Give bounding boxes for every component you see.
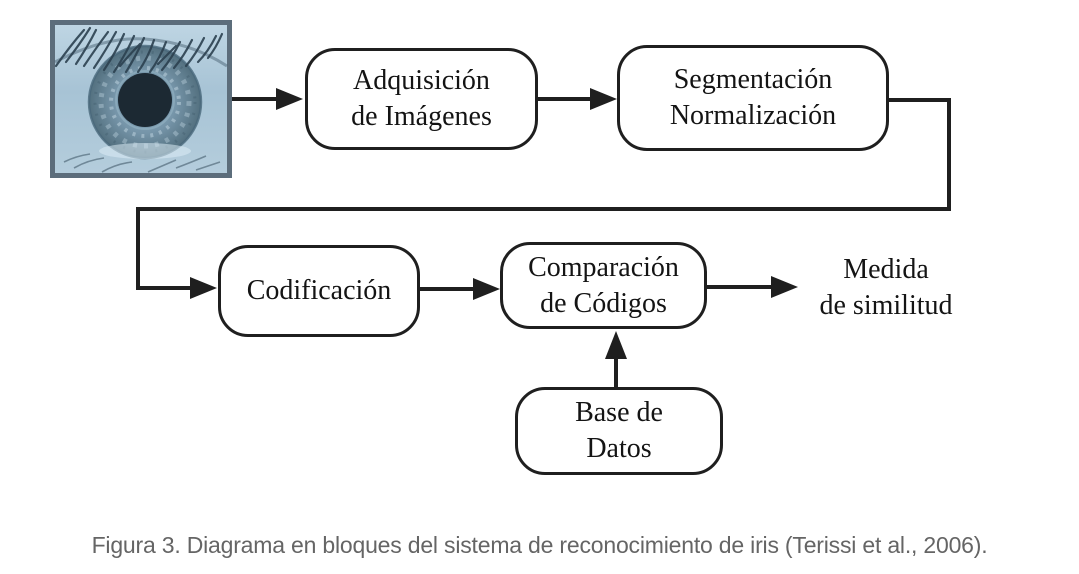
node-base-datos: Base de Datos — [515, 387, 723, 475]
node-label-line: Codificación — [246, 275, 392, 306]
output-label-line: de similitud — [819, 290, 953, 321]
output-label-line: Medida — [843, 254, 929, 285]
node-adquisicion: Adquisición de Imágenes — [305, 48, 538, 150]
node-label-line: Datos — [586, 433, 652, 464]
eye-photo — [50, 20, 232, 178]
arrow-comparacion-to-output — [707, 276, 798, 298]
node-label-line: Comparación — [528, 251, 679, 283]
lower-eyelashes — [63, 153, 221, 173]
node-segmentacion: Segmentación Normalización — [617, 45, 889, 151]
node-label-line: Base de — [575, 397, 663, 428]
iris-image — [50, 20, 232, 178]
arrow-adquisicion-to-segmentacion — [538, 88, 617, 110]
node-label-line: Normalización — [669, 100, 837, 131]
arrow-eye-to-adquisicion — [232, 88, 303, 110]
pupil — [118, 73, 172, 127]
node-label-line: Segmentación — [673, 64, 833, 95]
figure-caption: Figura 3. Diagrama en bloques del sistem… — [91, 532, 988, 558]
node-comparacion: Comparación de Códigos — [500, 242, 707, 329]
node-label-line: de Códigos — [540, 287, 667, 319]
arrow-basedatos-to-comparacion — [605, 331, 627, 387]
node-label-line: Adquisición — [353, 65, 490, 96]
output-label: Medida de similitud — [786, 252, 986, 324]
connector-arrows — [136, 88, 951, 387]
node-label-line: de Imágenes — [351, 101, 492, 132]
upper-eyelashes — [54, 26, 224, 74]
feedback-connector-segmentacion-to-codificacion — [136, 98, 951, 299]
arrow-codificacion-to-comparacion — [420, 278, 500, 300]
node-codificacion: Codificación — [218, 245, 420, 337]
